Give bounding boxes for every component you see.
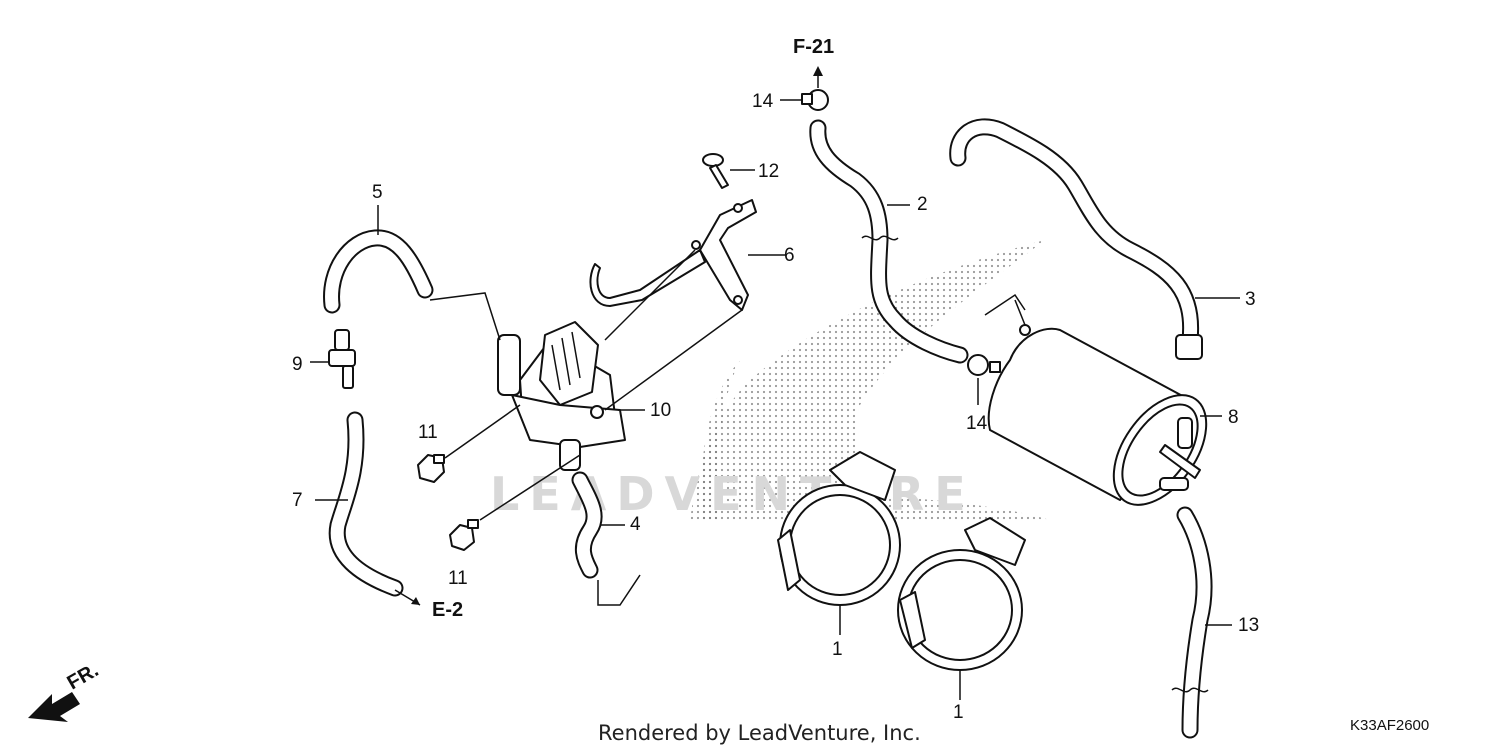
band-1b — [897, 517, 1026, 671]
solenoid-valve-10 — [497, 321, 626, 471]
bolt-11b — [449, 519, 479, 551]
hose-13 — [1176, 506, 1213, 739]
break-mark-2 — [861, 235, 899, 241]
callout-3[interactable]: 3 — [1245, 289, 1256, 310]
canister-8 — [987, 299, 1208, 506]
callout-1a[interactable]: 1 — [832, 639, 843, 660]
callout-7[interactable]: 7 — [292, 490, 303, 511]
ref-f21[interactable]: F-21 — [793, 36, 834, 58]
clip-14b — [967, 354, 1001, 376]
diagram-code: K33AF2600 — [1350, 717, 1429, 734]
band-1a — [777, 451, 901, 606]
e2-arrow-head — [411, 597, 420, 605]
leader-6b — [604, 309, 743, 411]
front-direction-arrow — [28, 692, 80, 722]
callout-1b[interactable]: 1 — [953, 702, 964, 723]
leader-11a — [444, 404, 521, 459]
clip-14a — [801, 89, 829, 111]
screw-12 — [702, 153, 729, 189]
leader-8-top — [984, 293, 1026, 316]
callout-2[interactable]: 2 — [917, 194, 928, 215]
fitting-9 — [328, 329, 356, 389]
hose-2 — [809, 119, 969, 364]
hose-5 — [323, 229, 434, 314]
leader-6a — [604, 249, 696, 341]
credit-text: Rendered by LeadVenture, Inc. — [598, 721, 921, 745]
callout-4[interactable]: 4 — [630, 514, 641, 535]
leader-5-valve — [429, 292, 501, 341]
watermark-logo — [690, 240, 1050, 520]
hose-7 — [328, 411, 404, 597]
break-mark-13 — [1171, 687, 1209, 693]
hose-3 — [949, 118, 1203, 360]
f21-arrow-head — [813, 66, 823, 76]
front-direction-label: FR. — [64, 659, 103, 694]
callout-9[interactable]: 9 — [292, 354, 303, 375]
leader-4-end — [597, 574, 641, 606]
hose-4 — [571, 471, 603, 579]
callout-14a[interactable]: 14 — [752, 91, 774, 112]
callout-6[interactable]: 6 — [784, 245, 795, 266]
callout-11b[interactable]: 11 — [448, 568, 468, 589]
callout-8[interactable]: 8 — [1228, 407, 1239, 428]
ref-e2[interactable]: E-2 — [432, 599, 463, 621]
leader-11b — [479, 454, 581, 521]
callout-10[interactable]: 10 — [650, 400, 671, 421]
callout-12[interactable]: 12 — [758, 161, 779, 182]
watermark-text: LEADVENTURE — [490, 467, 976, 521]
callout-11a[interactable]: 11 — [418, 422, 438, 443]
bolt-11a — [417, 454, 445, 483]
callout-14b[interactable]: 14 — [966, 413, 988, 434]
bracket-6 — [589, 199, 757, 311]
callout-13[interactable]: 13 — [1238, 615, 1259, 636]
callout-5[interactable]: 5 — [372, 182, 383, 203]
